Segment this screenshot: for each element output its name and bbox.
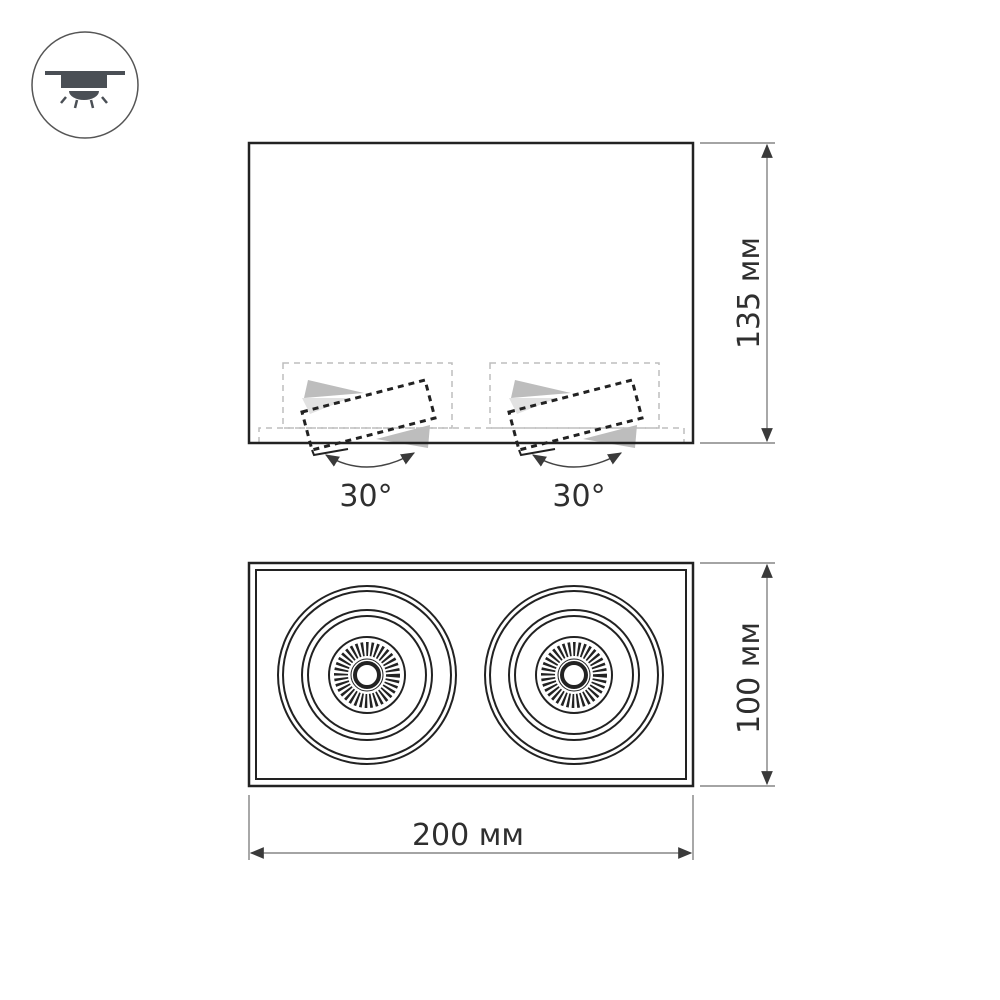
spotlight-side-right bbox=[489, 362, 660, 468]
bottom-view: 100 мм 200 мм bbox=[247, 561, 775, 860]
height-dimension-100: 100 мм bbox=[700, 562, 775, 787]
height-dimension-135: 135 мм bbox=[700, 142, 775, 444]
ceiling-surface-mount-icon bbox=[31, 31, 139, 139]
width-dimension-200: 200 мм bbox=[248, 795, 694, 860]
tilt-angle-right-label: 30° bbox=[552, 479, 605, 514]
spotlight-bottom-left bbox=[277, 585, 457, 765]
tilt-angle-left-label: 30° bbox=[339, 479, 392, 514]
depth-label: 100 мм bbox=[732, 622, 767, 734]
spotlight-side-left bbox=[282, 362, 453, 468]
spotlight-bottom-right bbox=[484, 585, 664, 765]
height-label: 135 мм bbox=[732, 237, 767, 349]
width-label: 200 мм bbox=[412, 818, 524, 853]
side-view: 30° 30° 135 мм bbox=[247, 141, 775, 514]
